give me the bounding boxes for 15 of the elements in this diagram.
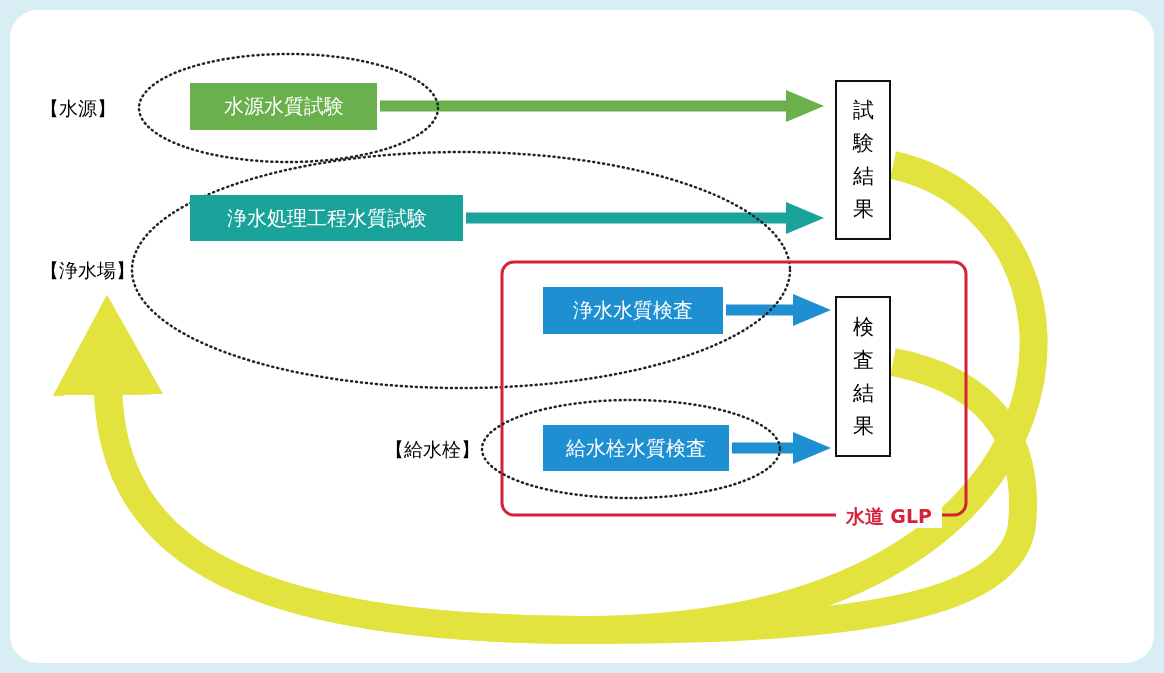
group-label: 【水源】 — [40, 96, 116, 121]
result-box: 試験結果 — [835, 80, 891, 240]
process-box: 浄水処理工程水質試験 — [190, 195, 463, 241]
frame-label: 水道 GLP — [835, 504, 942, 528]
arrow — [380, 90, 824, 122]
arrow — [726, 294, 831, 326]
result-box: 検査結果 — [835, 296, 891, 457]
group-label: 【浄水場】 — [40, 258, 135, 283]
process-box: 給水栓水質検査 — [543, 425, 729, 471]
arrow — [54, 295, 1037, 644]
arrow — [466, 202, 824, 234]
group-label: 【給水栓】 — [385, 437, 480, 462]
process-box: 浄水水質検査 — [543, 287, 723, 334]
process-box: 水源水質試験 — [190, 83, 377, 130]
arrow — [732, 432, 831, 464]
